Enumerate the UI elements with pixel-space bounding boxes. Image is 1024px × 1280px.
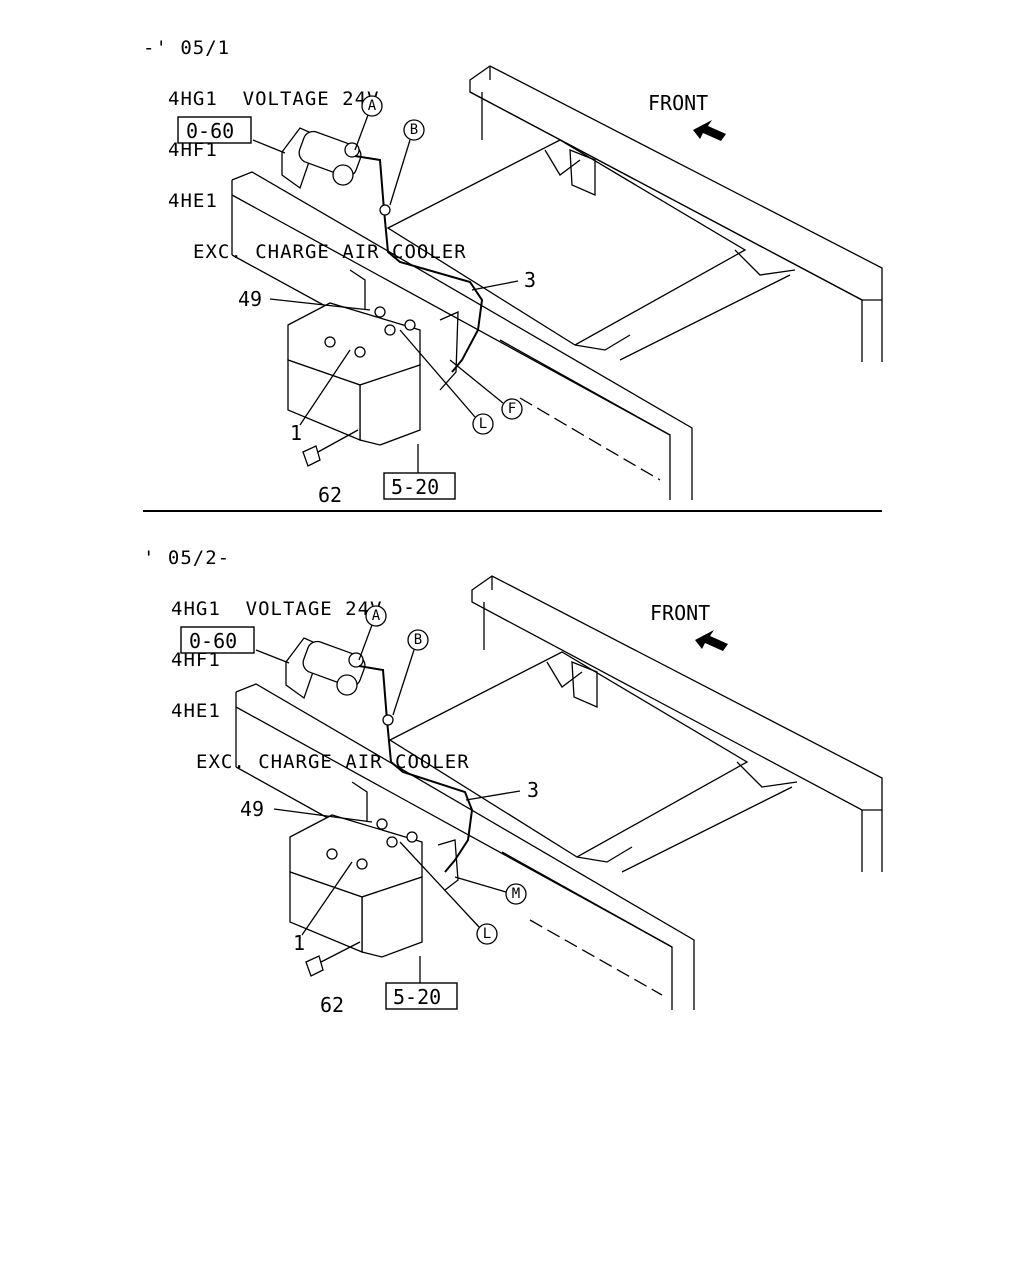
callout-b [407,629,429,651]
part-62-leader [317,429,359,453]
battery-holder [437,839,459,891]
battery-bracket [351,781,368,822]
ref-box-5-20-label: 5-20 [393,985,441,1009]
ref-box-5-20 [383,472,456,500]
battery [289,814,423,958]
cable-clip-b [382,714,394,726]
ref-box-5-20 [385,982,458,1010]
callout-a-label: A [368,98,377,114]
battery-holder [439,310,459,391]
callout-a-leader [358,624,373,661]
part-3-leader [465,790,521,801]
callout-f-leader [449,359,504,404]
callout-b-label: B [414,632,422,648]
callout-m-label: M [512,886,520,902]
part-49: 49 [240,797,264,821]
callout-l-leader [399,841,480,928]
cross-member [386,139,796,361]
front-label: FRONT [650,601,710,625]
callout-b [403,119,425,141]
front-label: FRONT [648,91,708,115]
battery-bracket [349,269,366,310]
part-1-leader [299,349,351,426]
part-3-leader [471,280,519,291]
starter-motor [281,127,362,190]
part-1-leader [301,861,353,936]
battery-cable [354,155,484,373]
frame-rail-far [471,575,883,872]
callout-a-leader [354,114,369,151]
callout-f-label: F [508,401,516,417]
frame-rail-near [231,171,693,500]
callout-a [361,95,383,117]
part-49-leader [273,808,373,823]
section-divider [143,510,882,512]
part-3: 3 [524,268,536,292]
frame-rail-near [235,683,695,1010]
note-line: EXC. CHARGE AIR COOLER [196,751,470,773]
diagram-bottom-drawing: FRONT 0-60 A B [180,575,883,1017]
part-1: 1 [293,931,305,955]
note-line: EXC. CHARGE AIR COOLER [193,241,467,263]
engine-line-3: 4HE1 [171,700,221,722]
callout-m [505,883,527,905]
part-1: 1 [290,421,302,445]
ref-box-5-20-label: 5-20 [391,475,439,499]
part-62: 62 [318,483,342,507]
cable-clip-b [379,204,391,216]
engine-line-3: 4HE1 [168,190,218,212]
diagram-header: -' 05/1 4HG1 VOLTAGE 24V 4HF1 4HE1 EXC. … [143,6,467,295]
part-62-leader [320,941,361,963]
ref-box-0-60-label: 0-60 [186,119,234,143]
callout-a [365,605,387,627]
callout-a-label: A [372,608,381,624]
engine-line-2: 4HF1 [171,649,221,671]
callout-f [501,398,523,420]
frame-rail-far [469,65,883,362]
callout-m-leader [454,876,507,893]
part-62: 62 [320,993,344,1017]
ref-box-0-60-label: 0-60 [189,629,237,653]
cross-member [388,651,798,873]
diagram-bottom: ' 05/2- 4HG1 VOLTAGE 24V 4HF1 4HE1 EXC. … [0,510,1024,1020]
front-arrow-icon [693,120,726,141]
callout-b-label: B [410,122,418,138]
part-3: 3 [527,778,539,802]
bolt-62 [302,445,321,467]
leader-0-60 [255,649,290,664]
range-label: -' 05/1 [143,37,231,59]
part-49: 49 [238,287,262,311]
callout-l-label: L [483,926,491,942]
bolt-62 [305,955,324,977]
ref-box-0-60 [180,626,255,654]
battery [287,302,421,446]
ref-box-0-60 [177,116,252,144]
callout-l [476,923,498,945]
starter-motor [285,637,366,700]
diagram-top-drawing: FRONT 0-60 A B [177,65,883,507]
callout-l-label: L [479,416,487,432]
battery-cable [358,665,474,873]
engine-line-1: 4HG1 VOLTAGE 24V [168,88,380,110]
range-label: ' 05/2- [143,547,231,569]
part-49-leader [269,298,371,311]
callout-l-leader [399,329,476,418]
callout-b-leader [392,649,415,716]
engine-line-2: 4HF1 [168,139,218,161]
callout-b-leader [389,139,411,206]
diagram-top: -' 05/1 4HG1 VOLTAGE 24V 4HF1 4HE1 EXC. … [0,0,1024,510]
callout-l [472,413,494,435]
front-arrow-icon [695,630,728,651]
leader-0-60 [252,139,286,154]
